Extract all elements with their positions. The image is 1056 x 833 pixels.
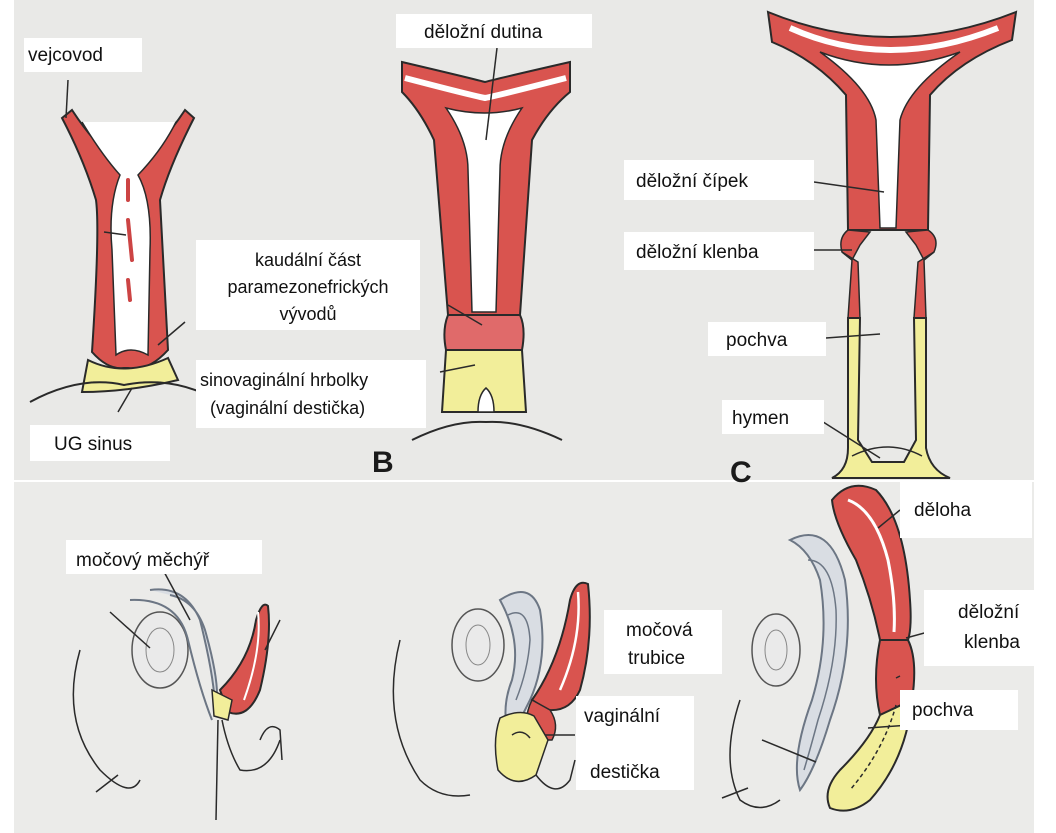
- label-delozni-cipek: děložní čípek: [636, 171, 748, 192]
- label-sinovag-line2: (vaginální destička): [210, 398, 365, 418]
- label-delozni-dutina: děložní dutina: [424, 22, 543, 43]
- label-pochva: pochva: [726, 330, 788, 351]
- label-klenba2-line2: klenba: [964, 632, 1020, 653]
- label-sinovag-line1: sinovaginální hrbolky: [200, 370, 368, 390]
- label-vejcovod: vejcovod: [28, 45, 103, 66]
- label-delozni-klenba: děložní klenba: [636, 242, 759, 263]
- label-klenba2-line1: děložní: [958, 602, 1020, 623]
- label-vaginalni-line2: destička: [590, 762, 660, 783]
- label-kaudalni-line2: paramezonefrických: [227, 277, 388, 297]
- panel-letter-b: B: [372, 446, 394, 479]
- label-vaginalni-line1: vaginální: [584, 706, 661, 727]
- label-mocova-line2: trubice: [628, 648, 685, 669]
- label-mocovy-mechyr: močový měchýř: [76, 550, 210, 571]
- label-hymen: hymen: [732, 408, 789, 429]
- panel-letter-c: C: [730, 456, 752, 489]
- label-pochva-2: pochva: [912, 700, 974, 721]
- label-kaudalni-line1: kaudální část: [255, 250, 361, 270]
- label-mocova-line1: močová: [626, 620, 693, 641]
- label-kaudalni-line3: vývodů: [279, 304, 336, 324]
- label-deloha: děloha: [914, 500, 971, 521]
- label-ug-sinus: UG sinus: [54, 434, 132, 455]
